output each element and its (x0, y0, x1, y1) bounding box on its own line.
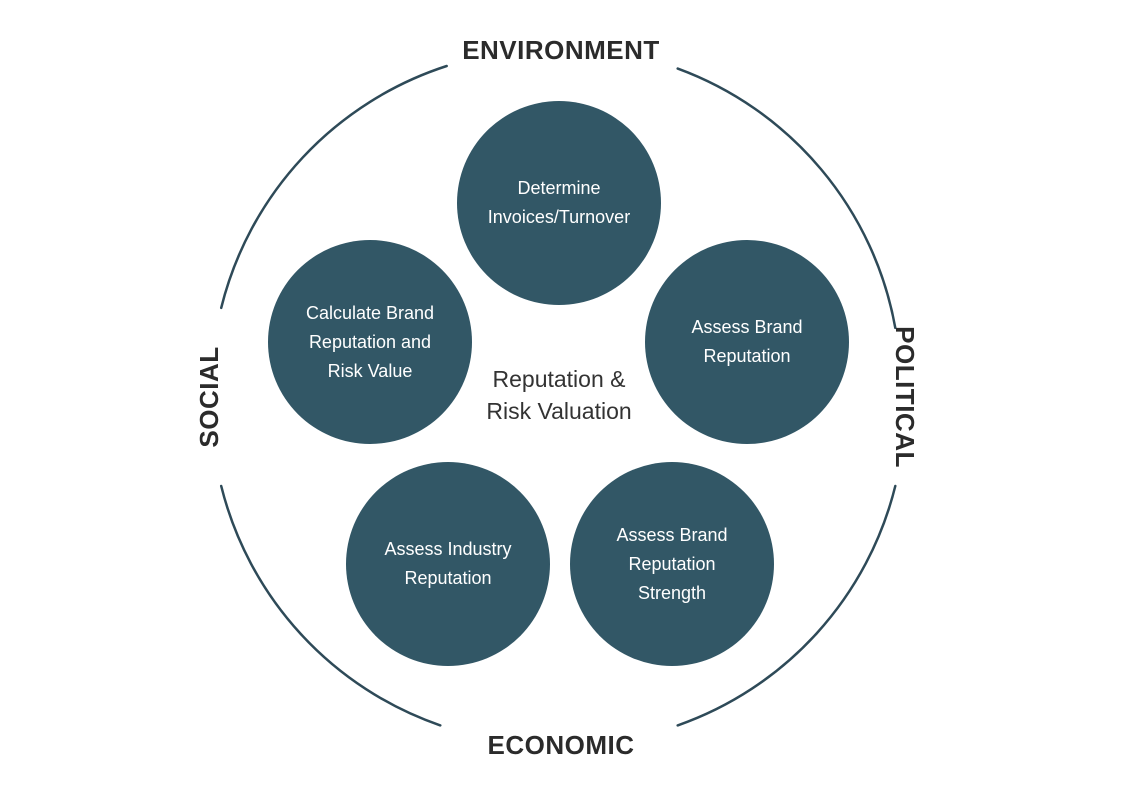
ring-arc-bottom-right (676, 484, 897, 727)
label-environment: ENVIRONMENT (462, 35, 660, 65)
node-calculate-brand-reputation: Calculate Brand Reputation and Risk Valu… (268, 240, 472, 444)
label-economic: ECONOMIC (487, 730, 635, 760)
ring-arc-bottom-left (219, 484, 442, 727)
ring-arc-top-right (676, 67, 897, 330)
node-line: Invoices/Turnover (487, 207, 631, 227)
node-text: Assess Brand Reputation (662, 313, 832, 371)
node-line: Reputation (703, 346, 791, 366)
node-line: Strength (637, 582, 707, 603)
ring-arc-top-left (219, 64, 448, 310)
node-line: Determine (517, 178, 601, 198)
node-line: Assess Brand (691, 317, 803, 337)
node-determine-invoices: Determine Invoices/Turnover (457, 101, 661, 305)
center-title: Reputation & Risk Valuation (449, 363, 669, 427)
node-line: Assess Brand (616, 524, 728, 545)
node-line: Reputation (404, 568, 492, 588)
node-text: Assess Brand Reputation Strength (587, 521, 757, 608)
node-text: Determine Invoices/Turnover (474, 174, 644, 232)
node-text: Assess Industry Reputation (363, 535, 533, 593)
node-line: Calculate Brand (305, 302, 435, 323)
center-title-line: Reputation & (492, 366, 626, 392)
center-title-line: Risk Valuation (486, 398, 632, 424)
node-text: Calculate Brand Reputation and Risk Valu… (285, 299, 455, 386)
node-assess-brand-reputation-strength: Assess Brand Reputation Strength (570, 462, 774, 666)
node-assess-industry-reputation: Assess Industry Reputation (346, 462, 550, 666)
node-line: Reputation and (308, 331, 432, 352)
node-assess-brand-reputation: Assess Brand Reputation (645, 240, 849, 444)
label-political: POLITICAL (890, 326, 920, 468)
node-line: Assess Industry (384, 539, 512, 559)
label-social: SOCIAL (194, 346, 224, 448)
node-line: Risk Value (327, 360, 413, 381)
node-line: Reputation (628, 553, 716, 574)
